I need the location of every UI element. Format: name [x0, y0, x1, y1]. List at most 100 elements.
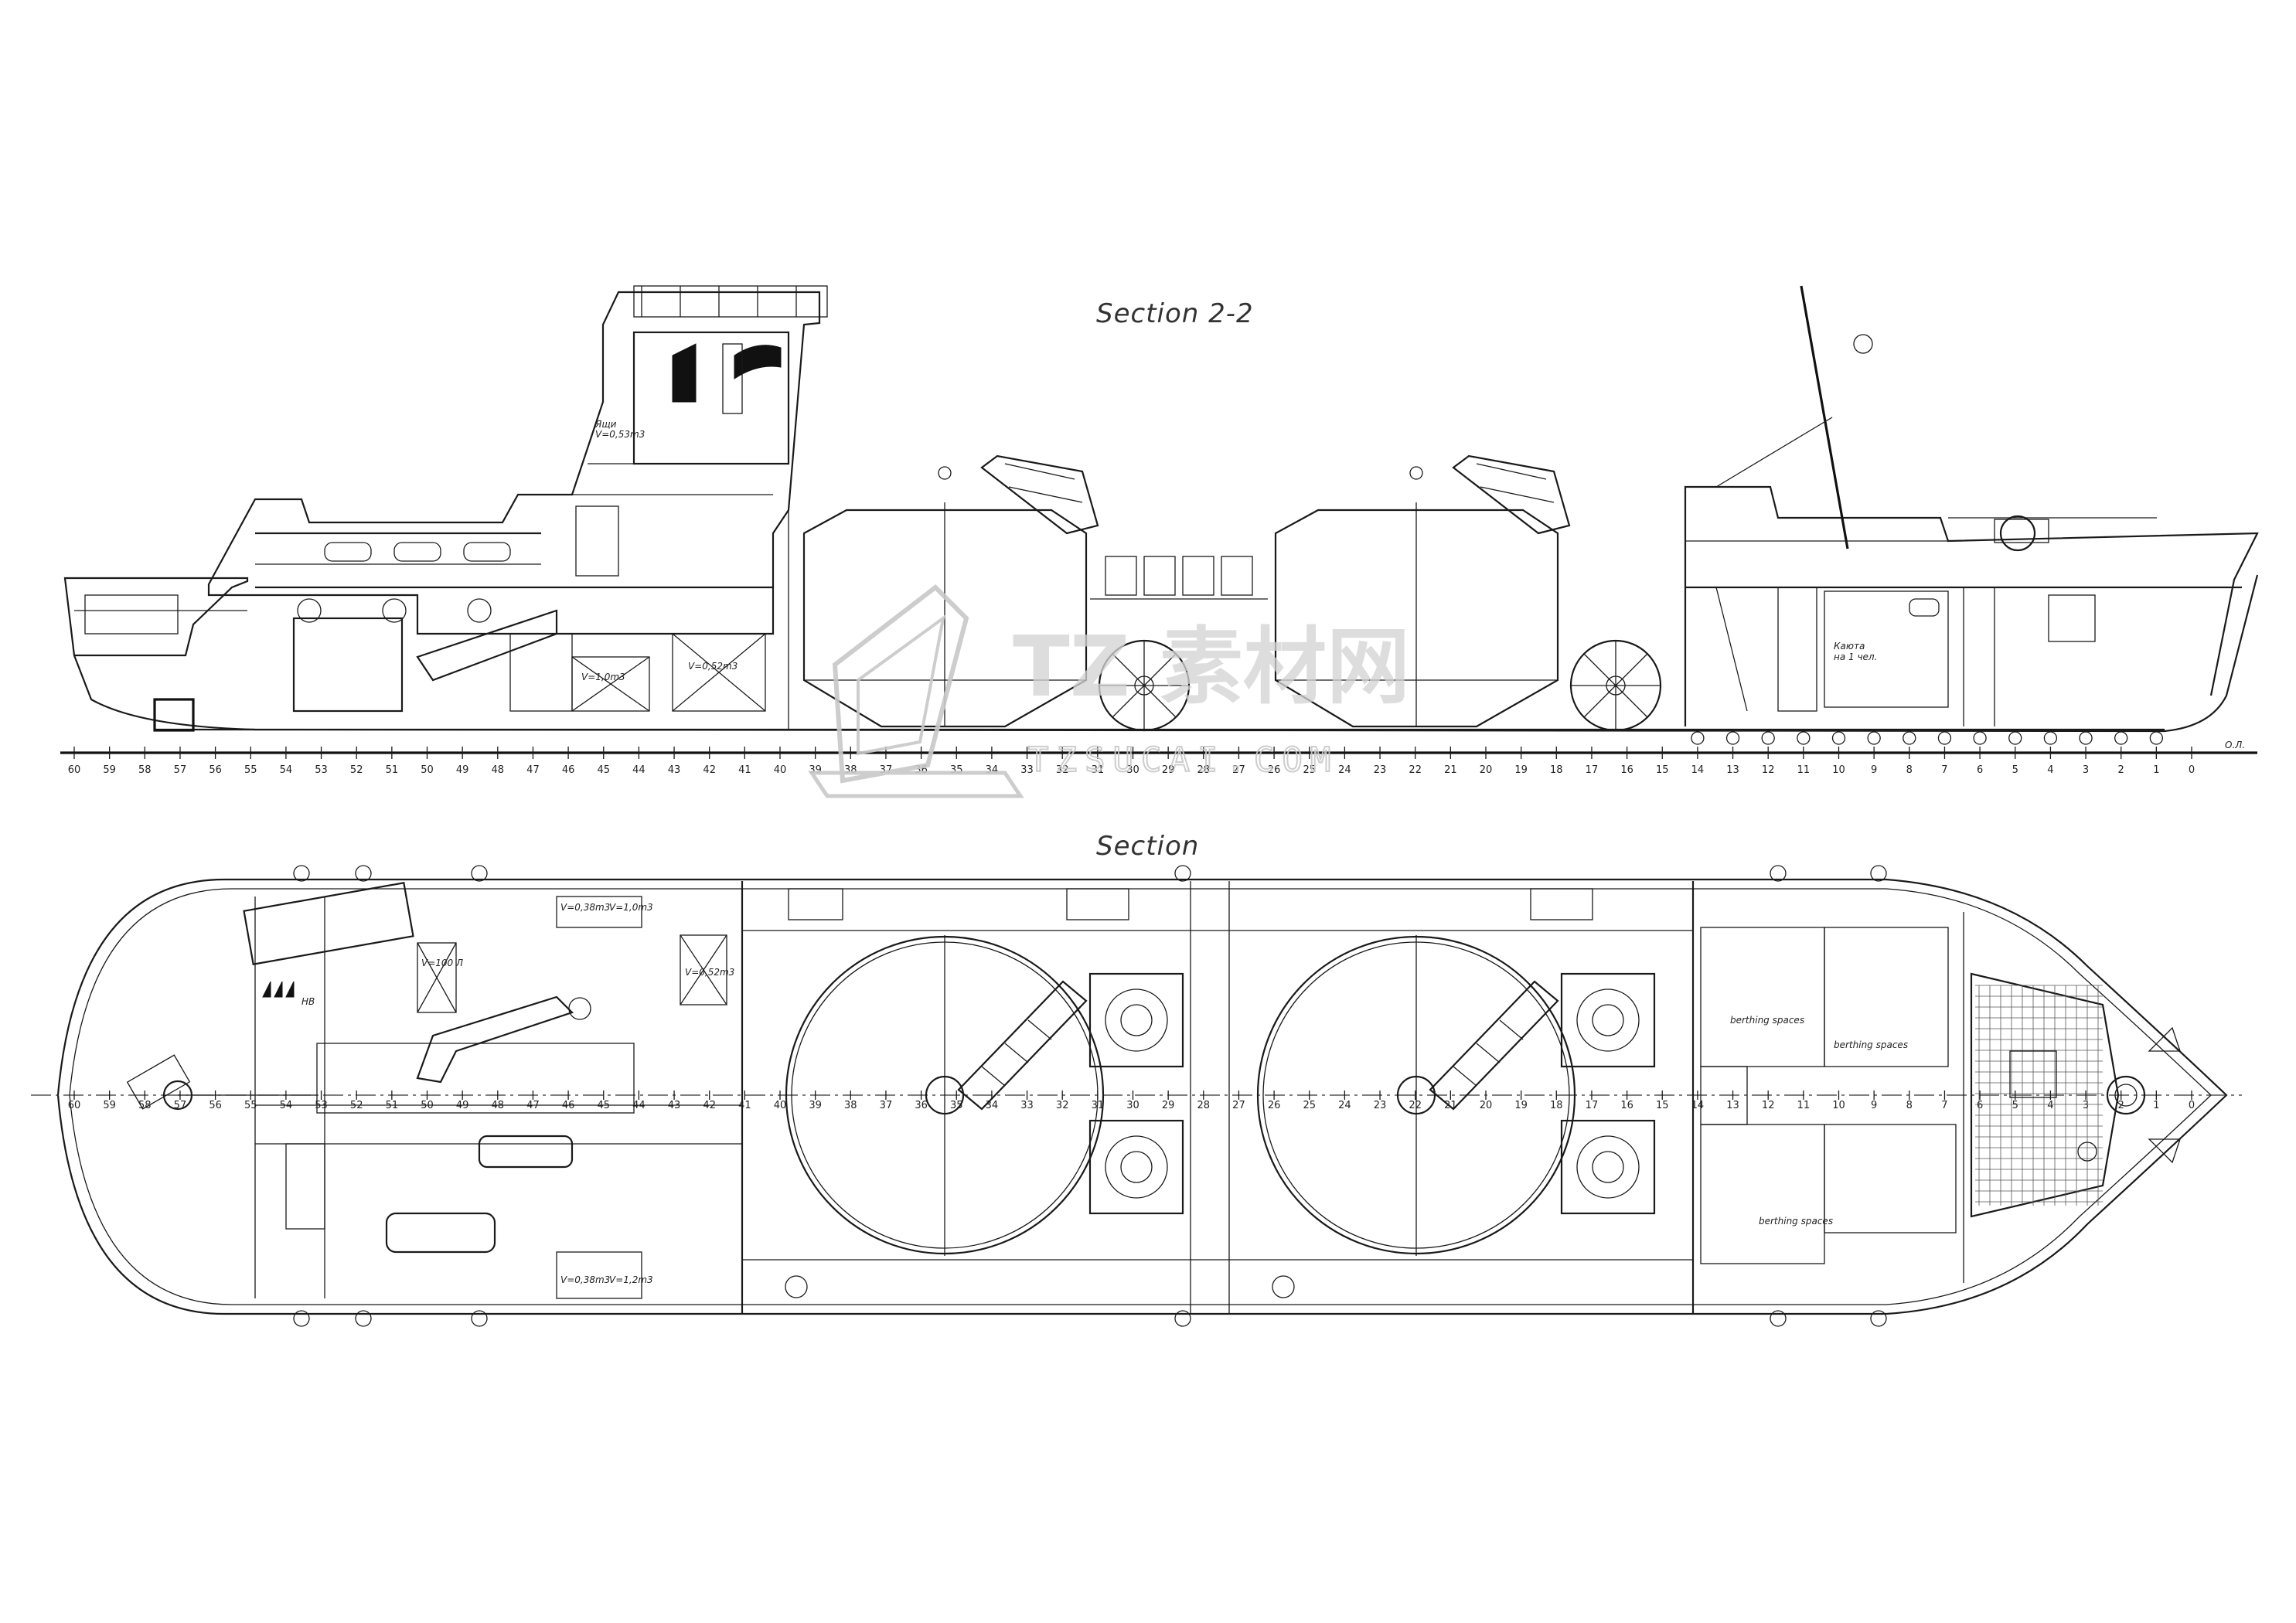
profile-volume-label-b: V=0,52m3 [688, 661, 738, 672]
plan-frame-number: 3 [2083, 1100, 2089, 1111]
plan-frame-number: 56 [209, 1100, 222, 1111]
profile-frame-number: 33 [1020, 764, 1034, 776]
plan-frame-number: 2 [2118, 1100, 2124, 1111]
profile-frame-number: 22 [1409, 764, 1422, 776]
plan-frame-number: 60 [68, 1100, 81, 1111]
watermark-logo-icon [808, 584, 1024, 798]
plan-frame-number: 11 [1797, 1100, 1811, 1111]
profile-frame-number: 44 [632, 764, 646, 776]
plan-bollard [1870, 1310, 1887, 1327]
profile-stern-block [63, 577, 249, 657]
plan-frame-number: 30 [1126, 1100, 1139, 1111]
plan-frame-number: 18 [1550, 1100, 1563, 1111]
plan-bollard [355, 1310, 372, 1327]
profile-hopper-2-ladder [1452, 454, 1571, 535]
profile-bottom-circle [1973, 731, 1987, 745]
profile-frame-number: 59 [103, 764, 116, 776]
plan-ladder-2 [1429, 980, 1559, 1111]
plan-frame-number: 27 [1232, 1100, 1245, 1111]
profile-frame-number: 16 [1620, 764, 1633, 776]
plan-bollard [1174, 1310, 1191, 1327]
profile-winch-frame [1994, 519, 2049, 543]
profile-fore-superstructure [1684, 485, 2259, 726]
profile-bottom-circle [1903, 731, 1916, 745]
plan-hopper-2 [1256, 935, 1576, 1256]
profile-engine-block [292, 617, 404, 713]
profile-fore-door [1777, 587, 1817, 712]
profile-wheelhouse [632, 331, 790, 465]
profile-frame-number: 10 [1832, 764, 1845, 776]
profile-frame-number: 0 [2189, 764, 2195, 776]
profile-frame-number: 13 [1726, 764, 1739, 776]
plan-bollard [1870, 865, 1887, 882]
profile-tank-cross-d [672, 633, 766, 712]
plan-frame-number: 37 [880, 1100, 893, 1111]
profile-wheelhouse-window-right [734, 345, 782, 379]
profile-frame-number: 23 [1374, 764, 1387, 776]
profile-frame-number: 60 [68, 764, 81, 776]
profile-exhaust-pipe [416, 609, 558, 682]
profile-bottom-circle [1691, 731, 1705, 745]
profile-fore-window [1909, 598, 1940, 617]
profile-frame-number: 45 [597, 764, 610, 776]
profile-frame-number: 8 [1906, 764, 1913, 776]
profile-bottom-circle [1725, 731, 1740, 745]
watermark-logo-text: 素材网 [1160, 619, 1410, 716]
profile-aft-windows [297, 542, 511, 623]
profile-rudder [153, 698, 195, 732]
wheelhouse-volume-label-1: Ящи [594, 419, 617, 430]
profile-frame-number: 12 [1762, 764, 1775, 776]
profile-hopper-1-ladder [980, 454, 1099, 535]
profile-frame-number: 18 [1550, 764, 1563, 776]
profile-frame-number: 54 [280, 764, 293, 776]
watermark-logo-prefix: TZ [1013, 619, 1130, 716]
plan-volume-top-a: V=0,38m3 [560, 902, 610, 913]
profile-frame-number: 32 [1056, 764, 1069, 776]
plan-hopper-1 [785, 935, 1105, 1256]
plan-frame-number: 55 [244, 1100, 257, 1111]
profile-wheelhouse-door [722, 343, 743, 414]
profile-frame-number: 7 [1941, 764, 1947, 776]
profile-frame-number: 14 [1691, 764, 1705, 776]
plan-forepeak-grating [1970, 972, 2181, 1218]
profile-wheelhouse-window-left [672, 343, 697, 403]
profile-aft-tank [509, 633, 573, 712]
profile-frame-number: 48 [492, 764, 505, 776]
plan-volume-bottom-b: V=1,2m3 [609, 1274, 653, 1285]
profile-fore-cabin [1824, 590, 1949, 708]
plan-volume-bottom-a: V=0,38m3 [560, 1274, 610, 1285]
profile-tank-cross-b [571, 656, 650, 712]
profile-aft-tank-c [672, 633, 766, 712]
plan-bollard [355, 865, 372, 882]
berthing-label-3: berthing spaces [1759, 1216, 1833, 1227]
profile-frame-number: 28 [1197, 764, 1211, 776]
wheelhouse-volume-label-2: V=0,53m3 [595, 429, 645, 440]
plan-bollard [1770, 865, 1787, 882]
plan-frame-number: 10 [1832, 1100, 1845, 1111]
plan-frame-number: 16 [1620, 1100, 1633, 1111]
cabin-note-2: на 1 чел. [1834, 652, 1877, 662]
profile-bottom-circle [1797, 731, 1811, 745]
plan-frame-number: 26 [1268, 1100, 1281, 1111]
profile-frame-number: 27 [1232, 764, 1245, 776]
profile-frame-number: 52 [350, 764, 363, 776]
plan-frame-number: 7 [1941, 1100, 1947, 1111]
profile-frame-number: 51 [386, 764, 399, 776]
plan-bollard [293, 1310, 310, 1327]
watermark-site-url: TZSUCAI.COM [1028, 740, 1338, 780]
plan-frame-number: 24 [1338, 1100, 1351, 1111]
plan-bollards [293, 865, 1887, 1327]
berthing-label-1: berthing spaces [1730, 1015, 1804, 1026]
profile-frame-number: 30 [1126, 764, 1139, 776]
profile-ladder-2-rung-a [1476, 463, 1547, 480]
plan-frame-number: 59 [103, 1100, 116, 1111]
profile-volume-label-a: V=1,0m3 [581, 672, 625, 682]
plan-stern-steering [126, 1054, 317, 1111]
plan-frame-number: 17 [1586, 1100, 1599, 1111]
plan-frame-number: 20 [1480, 1100, 1493, 1111]
plan-frame-number: 34 [986, 1100, 999, 1111]
profile-frame-number: 1 [2153, 764, 2159, 776]
